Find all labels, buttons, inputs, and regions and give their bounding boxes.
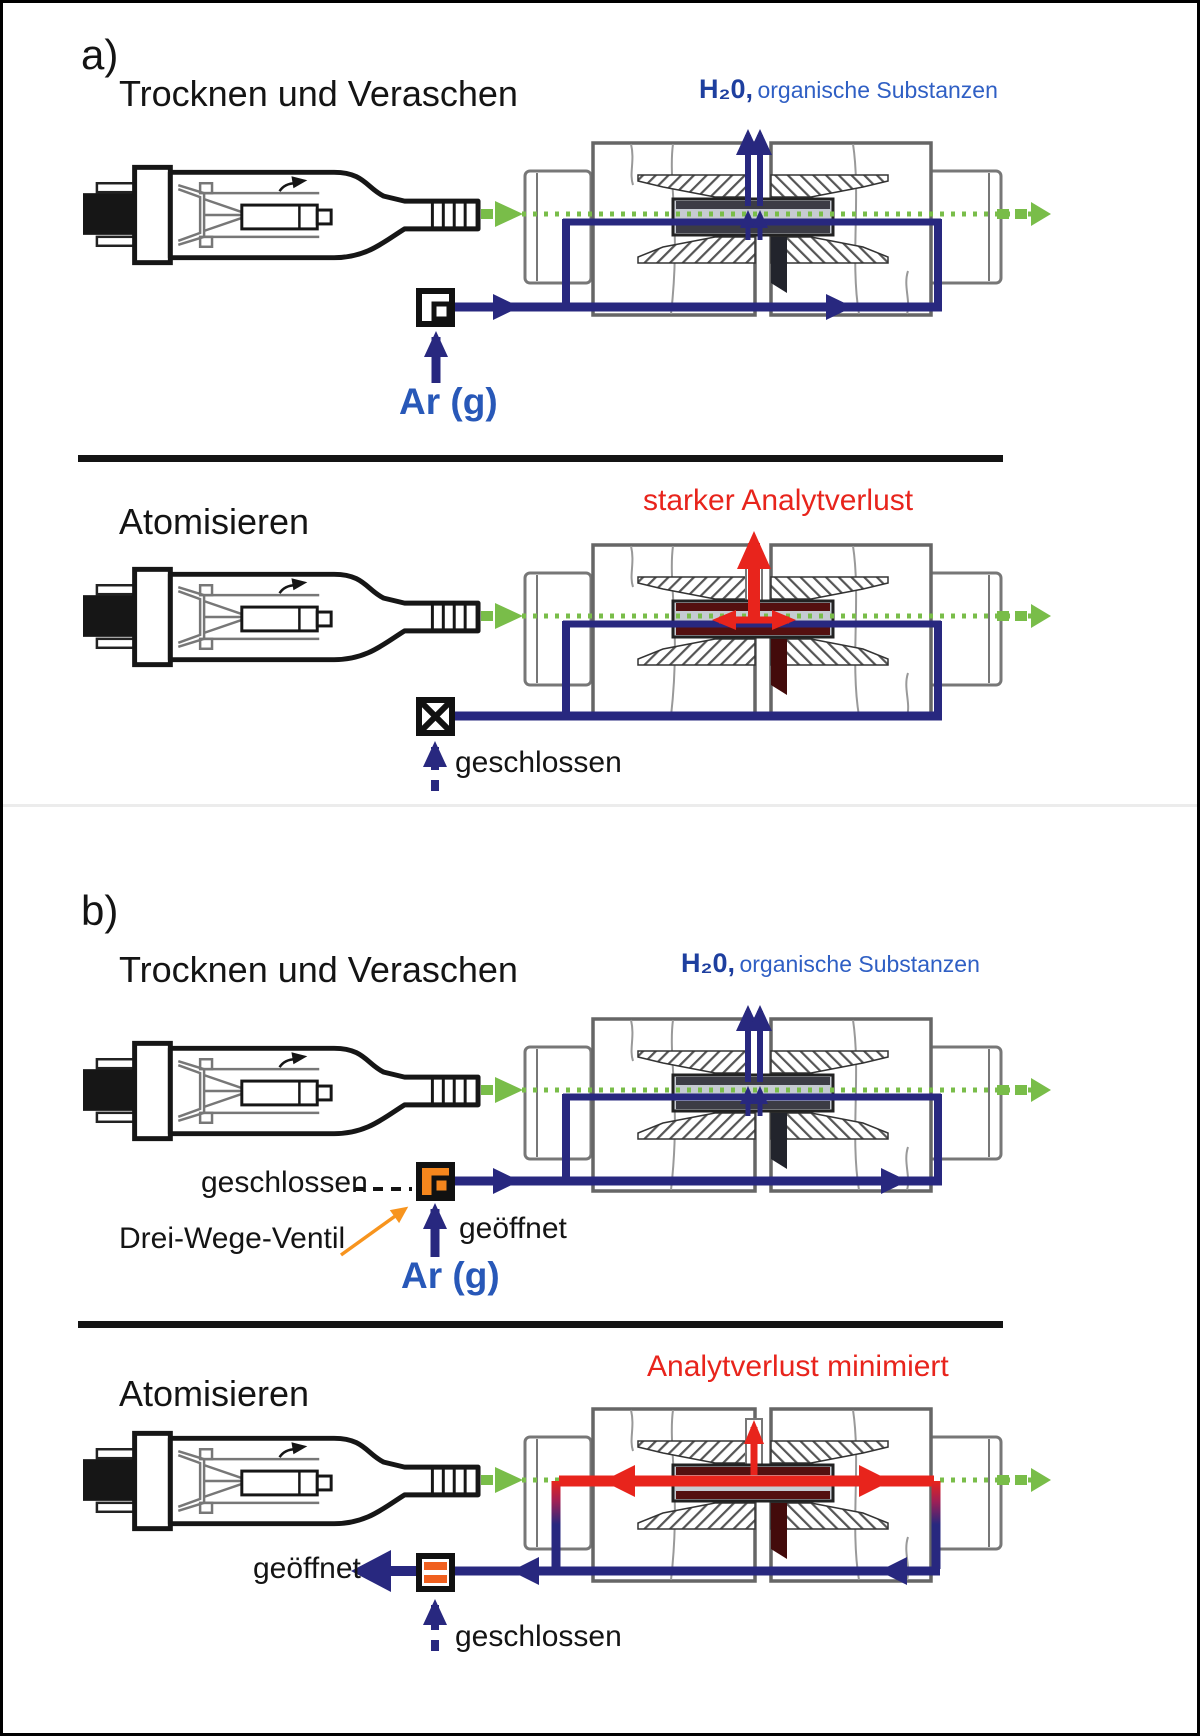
argon-gas-label: Ar (g) — [401, 1255, 500, 1296]
section-divider — [78, 1321, 1003, 1328]
hollow-cathode-lamp-icon — [83, 1043, 478, 1138]
panel-b-label: b) — [81, 887, 119, 934]
valve-flow-icon — [416, 1553, 455, 1592]
exhaust-text: organische Substanzen — [757, 77, 998, 103]
section-divider — [78, 455, 1003, 462]
panel-a-drying-title: Trocknen und Veraschen — [119, 73, 518, 114]
valve-closed-icon — [416, 697, 455, 736]
flow-arrowhead — [881, 1168, 908, 1194]
bypass-state-label: geschlossen — [201, 1166, 368, 1199]
panel-b-atomizing-title: Atomisieren — [119, 1373, 310, 1414]
valve-open-icon — [416, 288, 455, 327]
purge-flow-red-line — [559, 1420, 934, 1497]
three-way-valve-icon — [416, 1162, 455, 1201]
panel-a-label: a) — [81, 31, 119, 78]
exhaust-arrows-icon — [736, 1005, 772, 1116]
diagram-a-drying — [73, 129, 1051, 383]
hollow-cathode-lamp-icon — [83, 1433, 478, 1528]
argon-flow-line — [454, 620, 942, 721]
exhaust-formula: H₂0, — [681, 948, 736, 978]
diagram-a-atomizing — [73, 531, 1051, 791]
graphite-furnace-icon — [523, 543, 1003, 719]
hollow-cathode-lamp-icon — [83, 167, 478, 262]
diagram-b-drying — [73, 1005, 1051, 1257]
argon-gas-label: Ar (g) — [399, 381, 498, 422]
exhaust-label: H₂0, organische Substanzen — [681, 949, 980, 977]
inlet-state-label: geschlossen — [455, 1620, 622, 1653]
exhaust-formula: H₂0, — [699, 74, 754, 104]
panel-a-atomizing-title: Atomisieren — [119, 501, 310, 542]
flow-arrowhead — [493, 294, 520, 320]
analyte-loss-arrows-icon — [712, 531, 796, 630]
outlet-state-label: geöffnet — [253, 1552, 361, 1585]
exhaust-arrows-icon — [736, 129, 772, 240]
diagram-b-atomizing — [73, 1407, 1051, 1651]
valve-callout-arrow — [339, 1206, 409, 1257]
analyte-minimized-label: Analytverlust minimiert — [647, 1350, 949, 1383]
outlet-flow-line — [351, 1550, 940, 1592]
analyte-loss-label: starker Analytverlust — [643, 484, 914, 517]
hollow-cathode-lamp-icon — [83, 569, 478, 664]
valve-state-label: geschlossen — [455, 746, 622, 779]
light-beam-icon — [481, 603, 1051, 629]
graphite-furnace-icon — [523, 1407, 1003, 1583]
exhaust-text: organische Substanzen — [739, 951, 980, 977]
scan-artifact-line — [3, 804, 1197, 807]
flow-arrowhead — [493, 1168, 520, 1194]
exhaust-label: H₂0, organische Substanzen — [699, 75, 998, 103]
three-way-valve-label: Drei-Wege-Ventil — [119, 1222, 346, 1255]
flow-arrowhead — [826, 294, 853, 320]
panel-b-drying-title: Trocknen und Veraschen — [119, 949, 518, 990]
inlet-state-label: geöffnet — [459, 1212, 567, 1245]
